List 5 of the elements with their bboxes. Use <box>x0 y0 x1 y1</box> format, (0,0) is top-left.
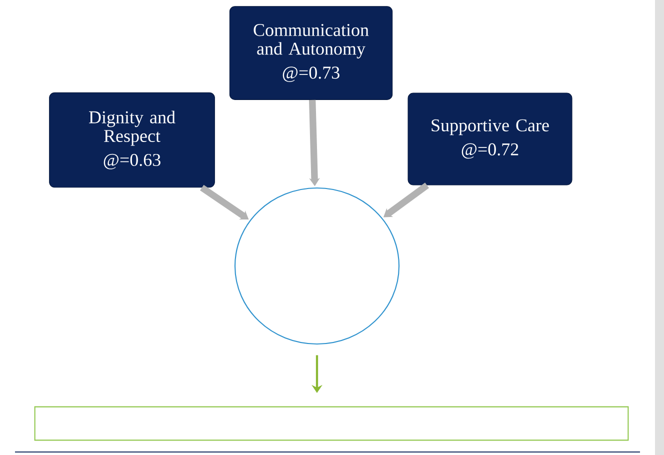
text-box: Communication and Autonomy @=0.73 <box>229 6 393 100</box>
text-box: Dignity and Respect @=0.63 <box>49 92 215 188</box>
empty-box <box>34 406 629 441</box>
text-box: Supportive Care @=0.72 <box>408 92 572 186</box>
circle <box>234 187 400 345</box>
